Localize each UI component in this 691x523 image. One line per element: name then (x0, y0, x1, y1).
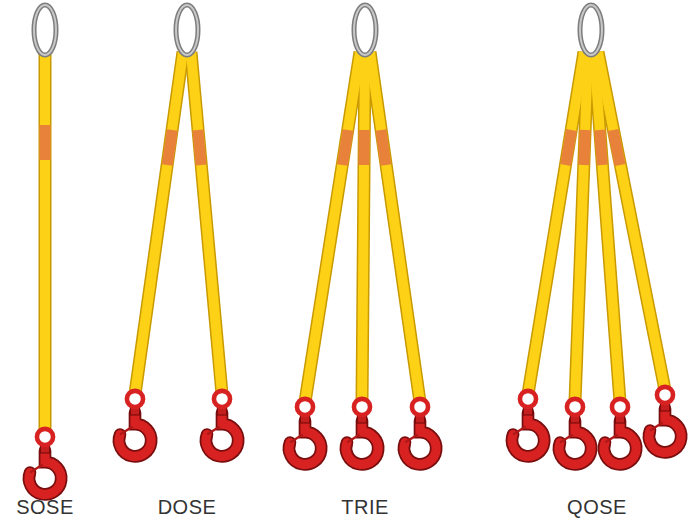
straps (45, 52, 665, 432)
sling-type-label: TRIE (341, 497, 389, 517)
sling-type-label: QOSE (567, 497, 627, 517)
strap-outlines (45, 52, 665, 432)
sling-type-label: SOSE (16, 497, 74, 517)
sling-type-label: DOSE (158, 497, 217, 517)
hooks (29, 387, 681, 495)
label-bands (45, 125, 620, 165)
master-rings (34, 5, 602, 55)
